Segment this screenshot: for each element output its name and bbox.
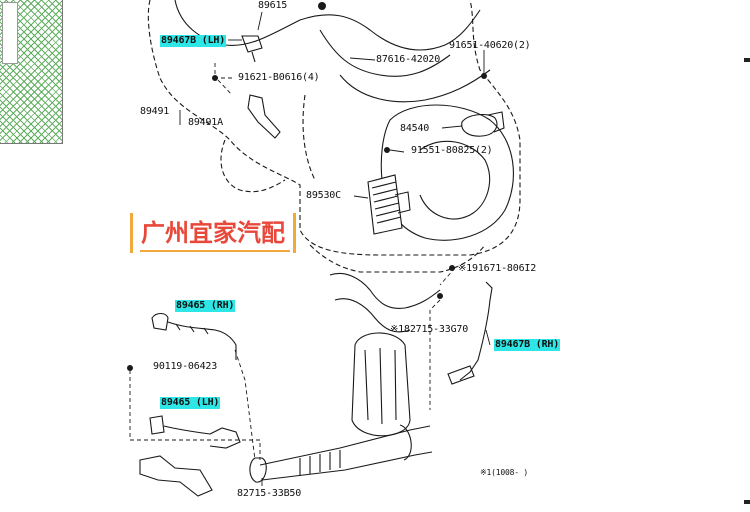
sensor-89467b-lh [241,35,263,63]
exhaust-pipe-lower [261,451,433,481]
label-89491: 89491 [140,106,170,117]
catalytic-converter [351,332,411,437]
label-91621: 91621-B0616(4) [238,72,320,83]
sensor-89465-lh [149,415,241,449]
engine-lower-outline [309,244,486,273]
leader-89530c [353,195,369,199]
leader-91621 [214,60,232,79]
right-edge-marker-top [744,58,750,62]
bolt-82715-33g70 [437,293,443,299]
leader-84540 [441,125,463,129]
thumbnail-panel [0,0,63,144]
label-footnote: ※1(1008- ) [480,468,529,477]
label-82715-33g70: ※182715-33G70 [390,324,469,335]
leader-91551 [389,149,405,153]
label-89615: 89615 [258,0,288,11]
sensor-89465-rh-wire [175,323,209,335]
right-edge-marker-bottom [744,500,750,504]
label-89465-rh: 89465 (RH) [175,300,236,312]
bolt-191671 [449,265,455,271]
label-84540: 84540 [400,123,430,134]
manifold-runner-2 [339,69,491,103]
watermark: 广州宜家汽配 [130,213,296,253]
leader-90119 [129,370,261,460]
intake-contour [302,94,316,181]
ecu-box [367,174,403,235]
thumbnail-index [2,2,18,64]
lower-bracket [139,455,213,497]
label-191671: ※191671-806I2 [458,263,537,274]
catalytic-converter-inner [364,347,397,425]
leader-82715-33g70 [429,299,441,410]
transmission-inner [419,140,491,220]
label-89530c: 89530C [306,190,341,201]
sensor-89465-rh [151,312,237,360]
label-89467b-lh: 89467B (LH) [160,35,227,47]
exhaust-flange-left [249,457,267,483]
label-89467b-rh: 89467B (RH) [494,339,561,351]
manifold-runner-1 [319,29,451,77]
exhaust-manifold-upper [329,272,441,309]
sensor-84540 [461,111,505,137]
ecu-connector [394,191,411,214]
leader-89491-bracket [217,79,233,96]
leader-87616 [349,57,376,61]
exhaust-manifold-lower [334,298,411,333]
label-91551: 91551-80825(2) [411,145,493,156]
bracket-89491 [247,94,281,139]
label-90119: 90119-06423 [153,361,218,372]
label-82715-33b50: 82715-33B50 [237,488,302,499]
label-89465-lh: 89465 (LH) [160,397,221,409]
label-87616: 87616-42020 [376,54,441,65]
engine-block-outline [147,0,521,256]
bolt-90119 [127,365,133,371]
exhaust-pipe-flange [399,424,412,461]
nut-89615 [318,2,326,10]
watermark-underline [140,250,290,252]
bolt-91621 [212,75,218,81]
leader-89465-rh [234,349,256,461]
label-89491a: 89491A [188,117,223,128]
exhaust-flex-section [299,450,341,476]
ecu-fins [371,181,402,224]
engine-left-contour [220,139,286,193]
sensor-89467b-rh [459,281,493,381]
label-91651: 91651-40620(2) [449,40,531,51]
exhaust-pipe-upper [259,425,431,466]
sensor-89467b-rh-tip [447,365,475,385]
bolt-91651 [481,73,487,79]
bolt-91551 [384,147,390,153]
leader-89615 [257,11,263,31]
leader-89467b-rh [485,329,491,346]
